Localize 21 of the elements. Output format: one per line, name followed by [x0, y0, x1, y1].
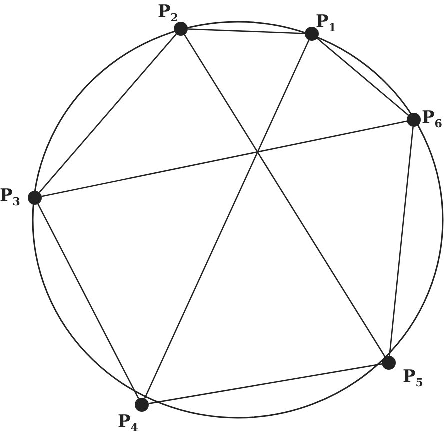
- point-label: P$_{6}$: [422, 110, 442, 130]
- point-dot: [305, 27, 319, 41]
- point-dot: [174, 22, 188, 36]
- line-segment: [39, 34, 177, 194]
- point-label: P$_{5}$: [403, 369, 424, 388]
- point-label: P$_{1}$: [316, 14, 336, 34]
- line-segment: [188, 28, 306, 34]
- point-dot: [28, 191, 42, 205]
- point-dot: [135, 398, 149, 412]
- line-segment: [389, 126, 414, 356]
- line-segment: [316, 38, 410, 116]
- line-segment: [148, 364, 382, 404]
- line-segment: [38, 204, 140, 400]
- point-dot: [407, 113, 421, 127]
- point-label: P$_{3}$: [0, 188, 20, 208]
- line-segment: [184, 34, 386, 358]
- point-label: P$_{4}$: [118, 414, 138, 434]
- line-segment: [144, 40, 310, 399]
- point-label: P$_{2}$: [158, 4, 178, 24]
- point-dot: [382, 356, 396, 370]
- line-segment: [42, 120, 408, 198]
